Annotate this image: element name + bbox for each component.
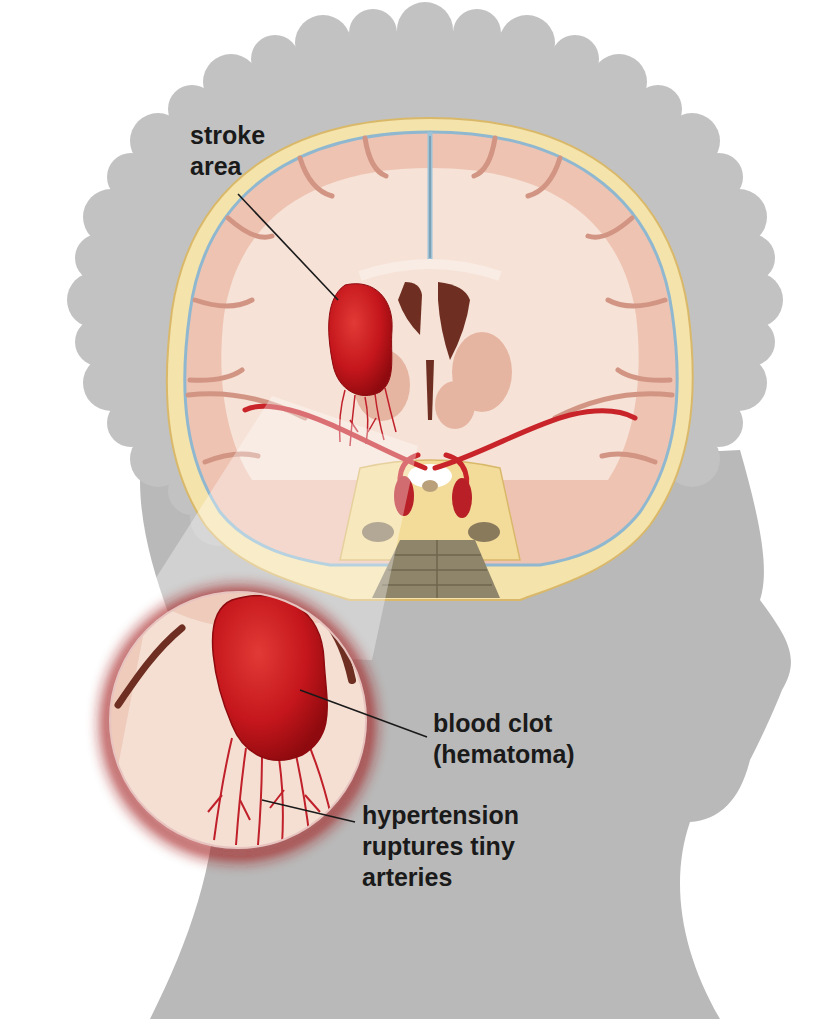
magnified-view (258, 752, 262, 845)
hair-silhouette (727, 234, 775, 282)
hair-silhouette (349, 9, 397, 57)
magnified-view (118, 628, 182, 705)
hair-silhouette (727, 318, 775, 366)
magnified-view (213, 596, 328, 760)
brain-sulci (300, 158, 332, 196)
hair-silhouette (107, 399, 155, 447)
magnified-view (294, 746, 310, 840)
brain-sulci (602, 454, 655, 462)
magnified-view (214, 738, 232, 840)
carotid-artery (452, 478, 472, 518)
hair-silhouette (107, 153, 155, 201)
magnified-view (100, 592, 380, 860)
leader-line (238, 194, 427, 822)
hair-silhouette (695, 153, 743, 201)
ventricle (398, 282, 422, 335)
brain-sulci (588, 218, 632, 237)
hair-silhouette (397, 2, 453, 58)
hematoma (329, 284, 392, 396)
ventricle (426, 360, 434, 420)
label-box: blood clot (hematoma) (433, 708, 598, 770)
deep-nuclei (435, 381, 475, 429)
leader-line (262, 800, 355, 822)
hair-silhouette (499, 15, 555, 71)
ventricle (438, 282, 470, 360)
leader-line (238, 194, 338, 300)
brain-sulci (228, 218, 272, 237)
brain-sulci (365, 138, 386, 176)
hair-silhouette (695, 399, 743, 447)
magnified-view (110, 592, 366, 848)
hair-silhouette (75, 234, 123, 282)
label-box: hypertension ruptures tiny arteries (362, 800, 567, 893)
hair-silhouette (453, 9, 501, 57)
skull-base (468, 522, 500, 542)
label-box: stroke area (190, 120, 290, 182)
magnified-view (236, 748, 246, 845)
midline-fissure (360, 264, 500, 276)
tiny-arteries (385, 388, 396, 432)
midline-fissure (360, 132, 500, 276)
midline-fissure (428, 132, 433, 262)
skull-base (422, 480, 438, 492)
hair-silhouette (634, 85, 682, 133)
brain-sulci (528, 158, 560, 196)
brain-sulci (190, 370, 242, 380)
brain-sulci (618, 370, 670, 380)
magnified-view (208, 790, 320, 820)
annotation-label: stroke area (190, 120, 290, 182)
cerebellum (382, 540, 492, 598)
hair-silhouette (295, 15, 351, 71)
magnified-view (278, 752, 283, 845)
hair-silhouette (251, 35, 299, 83)
hematoma (329, 284, 392, 396)
brain-sulci (474, 138, 495, 176)
annotation-label: hypertension ruptures tiny arteries (362, 800, 567, 893)
brain-sulci (608, 300, 665, 306)
brain-sulci (195, 300, 252, 306)
annotation-label: blood clot (hematoma) (433, 708, 598, 770)
midline-fissure (430, 136, 431, 258)
ventricle (398, 282, 470, 420)
cerebral-artery (435, 411, 635, 468)
hair-silhouette (75, 318, 123, 366)
leader-line (300, 690, 427, 737)
magnified-view (100, 592, 380, 860)
hair-silhouette (551, 35, 599, 83)
